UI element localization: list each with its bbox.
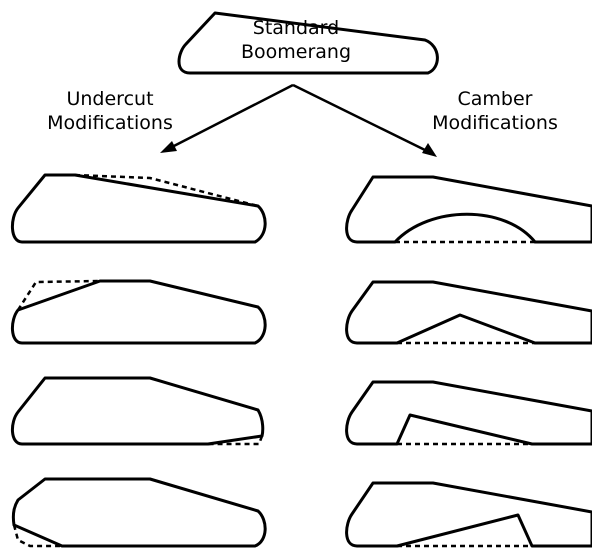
- arrow-to-undercut: [160, 83, 294, 153]
- undercut-label-line-2: Modifications: [47, 112, 173, 134]
- camber-modification-3: [345, 380, 592, 446]
- camber-label-line-2: Modifications: [432, 112, 558, 134]
- undercut-modification-4: [11, 477, 267, 548]
- camber-modification-4: [345, 481, 592, 548]
- standard-boomerang-shape: [177, 11, 439, 75]
- camber-label-line-1: Camber: [457, 88, 533, 110]
- standard-label-line-2: Boomerang: [240, 41, 352, 63]
- camber-modifications-label: Camber Modifications: [395, 87, 592, 135]
- undercut-label-line-1: Undercut: [66, 88, 154, 110]
- undercut-modification-3: [11, 376, 265, 446]
- undercut-modifications-label: Undercut Modifications: [20, 87, 200, 135]
- standard-boomerang-label: Standard Boomerang: [216, 16, 376, 64]
- camber-modification-1: [345, 175, 592, 244]
- standard-label-line-1: Standard: [252, 17, 340, 39]
- undercut-modification-2: [11, 279, 267, 345]
- camber-modification-2: [345, 280, 592, 345]
- arrow-to-camber: [292, 83, 437, 157]
- undercut-modification-1: [11, 173, 267, 244]
